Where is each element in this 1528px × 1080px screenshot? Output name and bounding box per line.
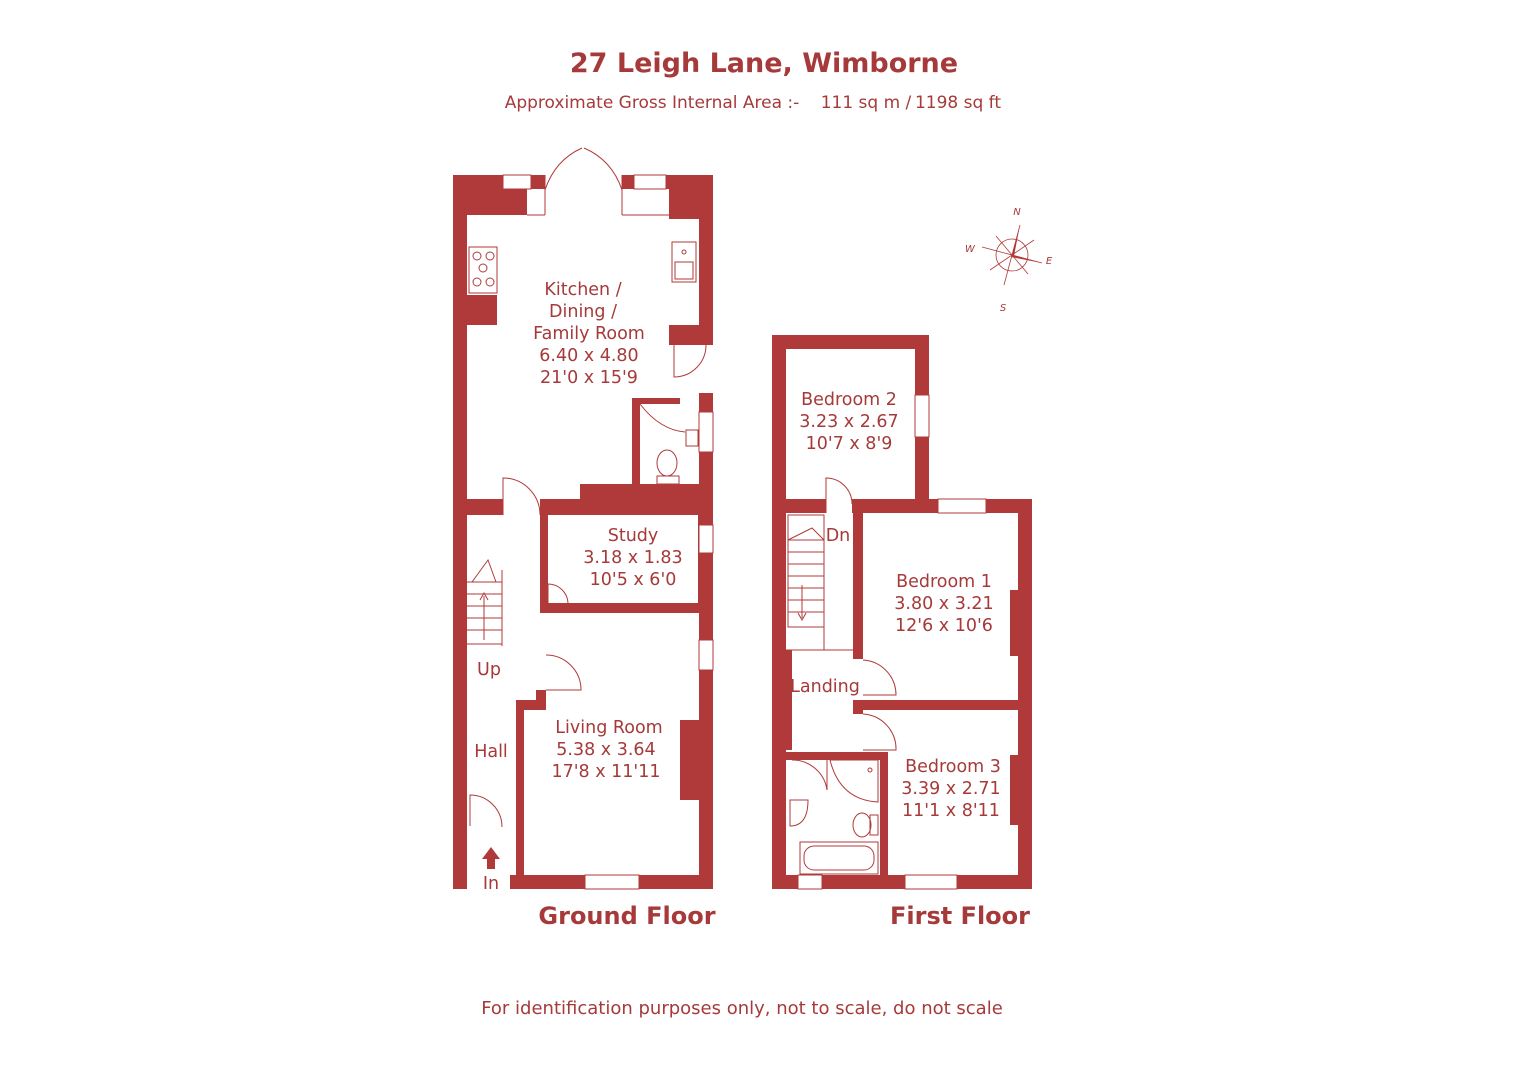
- toilet-icon: [656, 449, 678, 477]
- study-name: Study: [608, 526, 659, 546]
- shower-icon: [829, 759, 879, 803]
- bedroom1-label: Bedroom 1 3.80 x 3.21 12'6 x 10'6: [894, 572, 993, 636]
- compass-s: S: [1000, 303, 1007, 314]
- sink-icon: [671, 241, 697, 283]
- compass-e: E: [1046, 256, 1053, 267]
- area-label: Approximate Gross Internal Area :-: [505, 93, 800, 113]
- property-title: 27 Leigh Lane, Wimborne: [570, 48, 958, 79]
- compass-icon: [981, 224, 1043, 286]
- stairs: [465, 558, 503, 645]
- stairs-first: [787, 514, 825, 628]
- bedroom2-imperial: 10'7 x 8'9: [806, 434, 893, 454]
- ground-floor-label: Ground Floor: [538, 902, 715, 930]
- bath-icon: [799, 841, 879, 875]
- first-floor-walls: [772, 335, 1032, 890]
- living-room-label: Living Room 5.38 x 3.64 17'8 x 11'11: [551, 718, 662, 782]
- living-metric: 5.38 x 3.64: [556, 740, 655, 760]
- bedroom3-name: Bedroom 3: [905, 757, 1001, 777]
- bedroom3-metric: 3.39 x 2.71: [901, 779, 1000, 799]
- first-floor-fittings: [786, 477, 897, 875]
- bedroom1-imperial: 12'6 x 10'6: [895, 616, 993, 636]
- hob-icon: [468, 246, 498, 294]
- bedroom3-label: Bedroom 3 3.39 x 2.71 11'1 x 8'11: [901, 757, 1001, 821]
- bedroom2-label: Bedroom 2 3.23 x 2.67 10'7 x 8'9: [799, 390, 898, 454]
- living-imperial: 17'8 x 11'11: [551, 762, 660, 782]
- area-metric: 111 sq m /: [821, 93, 912, 113]
- compass-n: N: [1013, 207, 1021, 218]
- basin-icon: [685, 429, 699, 447]
- kitchen-label: Kitchen / Dining / Family Room 6.40 x 4.…: [533, 280, 645, 388]
- disclaimer: For identification purposes only, not to…: [481, 998, 1003, 1019]
- kitchen-imperial: 21'0 x 15'9: [540, 368, 638, 388]
- bedroom2-metric: 3.23 x 2.67: [799, 412, 898, 432]
- first-floor-label: First Floor: [890, 902, 1030, 930]
- kitchen-name-2: Dining /: [549, 302, 617, 322]
- down-label: Dn: [826, 526, 851, 546]
- entrance-label: In: [483, 874, 499, 894]
- landing-label: Landing: [790, 677, 860, 697]
- entrance-arrow-icon: [482, 847, 500, 869]
- basin-first-icon: [789, 799, 809, 827]
- hall-label: Hall: [474, 742, 508, 762]
- bedroom2-name: Bedroom 2: [801, 390, 897, 410]
- ground-floor-fittings: [465, 147, 707, 869]
- bedroom1-name: Bedroom 1: [896, 572, 992, 592]
- up-label: Up: [477, 660, 501, 680]
- ground-floor-walls: [453, 174, 714, 890]
- area-imperial: 1198 sq ft: [915, 93, 1001, 113]
- study-metric: 3.18 x 1.83: [583, 548, 682, 568]
- kitchen-name-1: Kitchen /: [544, 280, 621, 300]
- bedroom1-metric: 3.80 x 3.21: [894, 594, 993, 614]
- kitchen-metric: 6.40 x 4.80: [539, 346, 638, 366]
- kitchen-name-3: Family Room: [533, 324, 645, 344]
- living-name: Living Room: [555, 718, 662, 738]
- toilet-first-icon: [852, 812, 879, 838]
- study-imperial: 10'5 x 6'0: [590, 570, 677, 590]
- study-label: Study 3.18 x 1.83 10'5 x 6'0: [583, 526, 682, 590]
- bedroom3-imperial: 11'1 x 8'11: [902, 801, 1000, 821]
- compass-w: W: [965, 244, 976, 255]
